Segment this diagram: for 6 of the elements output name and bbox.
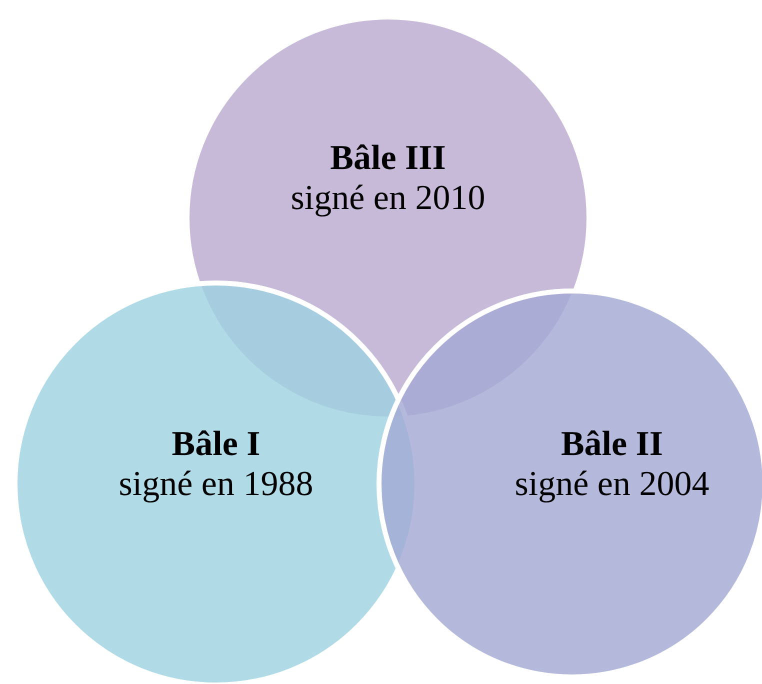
circle-text: signé en 2004 <box>514 464 710 504</box>
circle-heading: Bâle III <box>329 138 447 178</box>
circle-text: signé en 1988 <box>118 464 314 504</box>
circle-text: signé en 2010 <box>290 178 486 218</box>
circle-heading: Bâle II <box>560 424 664 464</box>
circle-heading: Bâle I <box>170 424 262 464</box>
